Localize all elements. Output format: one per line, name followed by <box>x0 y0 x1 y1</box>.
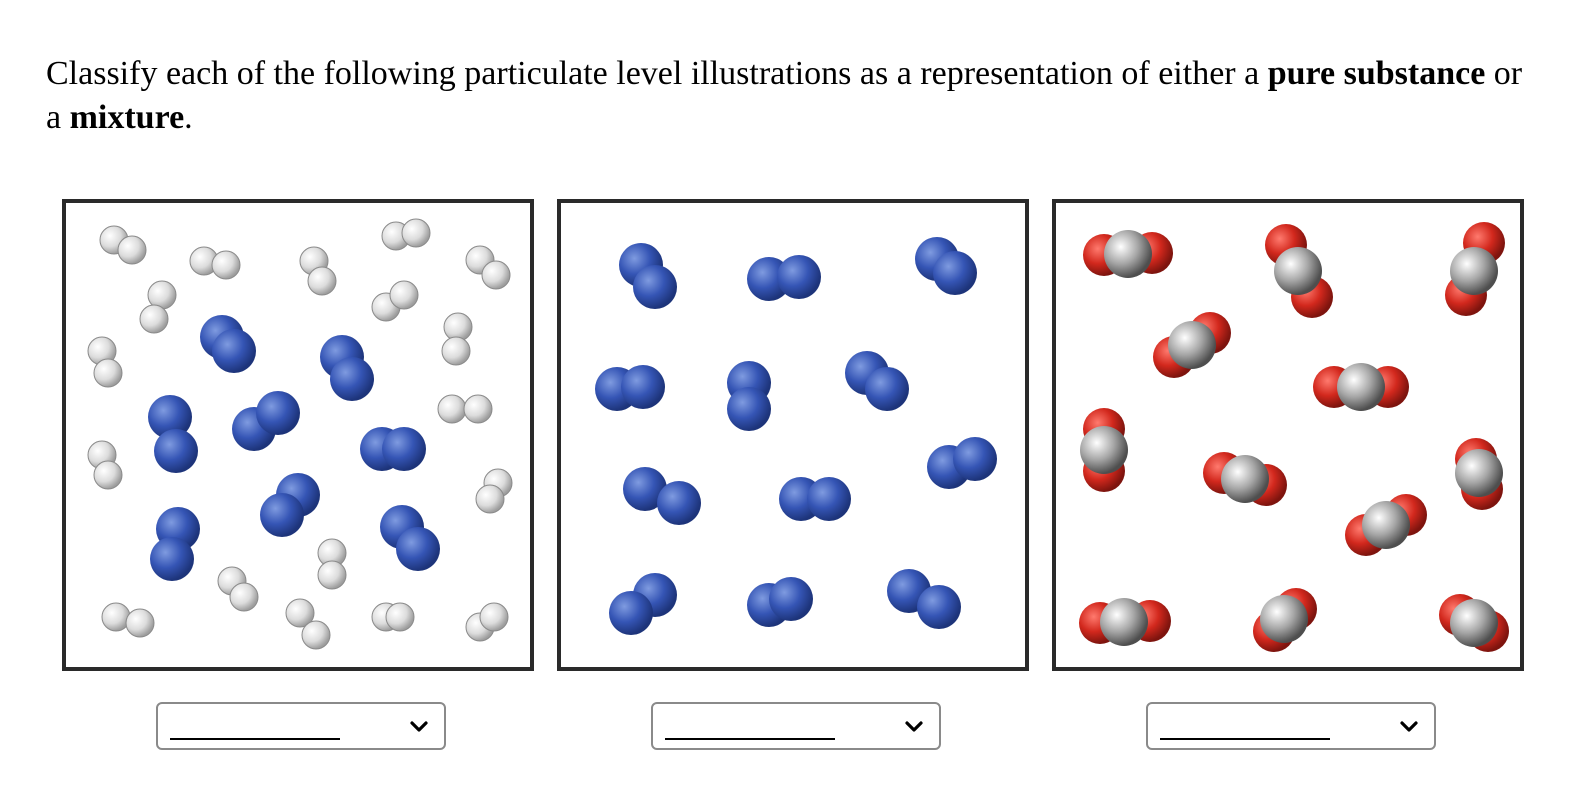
dropdown-selected-value <box>170 714 340 740</box>
illustration-panel-3 <box>1052 199 1524 671</box>
nitrogen-molecules-panel-1 <box>148 315 440 581</box>
classification-dropdown-2[interactable] <box>651 702 941 750</box>
chevron-down-icon <box>410 721 428 732</box>
illustration-panel-1 <box>62 199 534 671</box>
chevron-down-icon <box>1400 721 1418 732</box>
classification-dropdown-3[interactable] <box>1146 702 1436 750</box>
dropdown-selected-value <box>665 714 835 740</box>
particle-illustration-1 <box>87 218 513 650</box>
hydrogen-molecules <box>87 218 513 650</box>
nitrogen-molecules-panel-2 <box>595 237 997 635</box>
mixture-term: mixture <box>69 99 185 136</box>
question-text: Classify each of the following particula… <box>46 55 1523 136</box>
particle-illustration-2 <box>595 237 997 635</box>
particle-illustration-3 <box>1079 222 1509 652</box>
classification-dropdown-1[interactable] <box>156 702 446 750</box>
dropdown-selected-value <box>1160 714 1330 740</box>
chevron-down-icon <box>905 721 923 732</box>
illustration-panel-2 <box>557 199 1029 671</box>
pure-substance-term: pure substance <box>1267 55 1486 92</box>
co2-molecules <box>1079 222 1509 652</box>
